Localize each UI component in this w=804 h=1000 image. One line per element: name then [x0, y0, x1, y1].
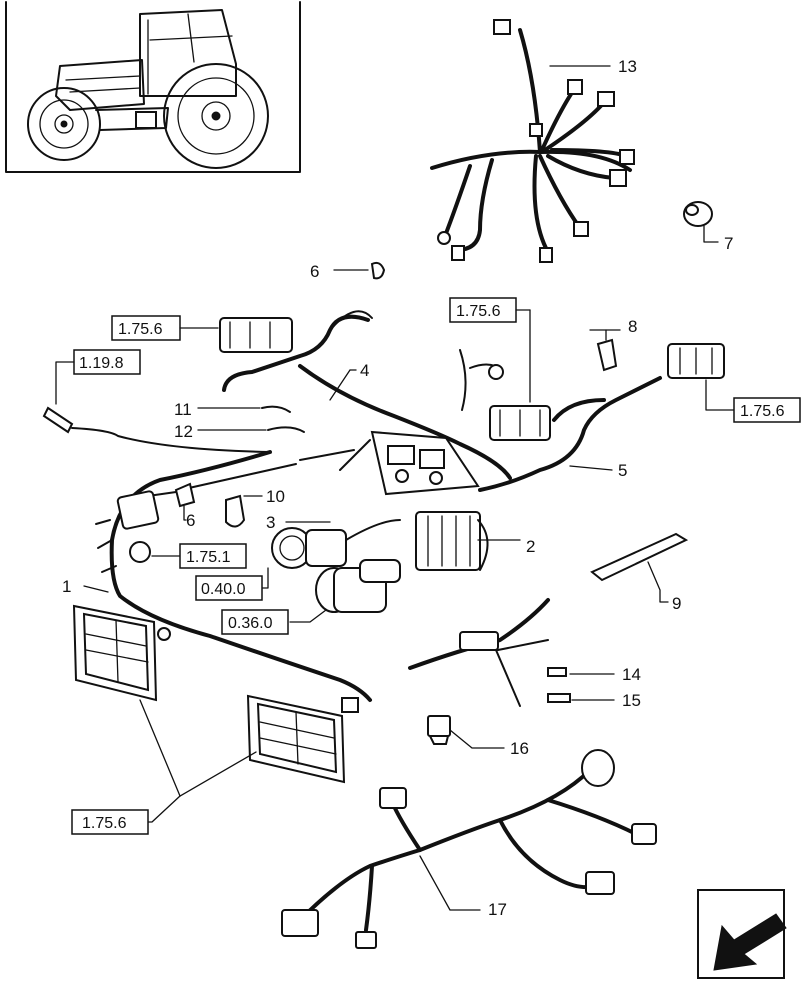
ref-0400[interactable]: 0.40.0	[201, 581, 246, 598]
ref-1751[interactable]: 1.75.1	[186, 549, 231, 566]
harness-13	[430, 19, 635, 263]
ref-box-1756-mid[interactable]	[449, 297, 517, 323]
callout-13: 13	[618, 57, 637, 76]
part-16-relay	[427, 715, 451, 745]
ref-1756-mid[interactable]: 1.75.6	[456, 303, 501, 320]
switch-connector-mid	[489, 405, 551, 441]
part-8	[596, 338, 618, 372]
headlamp-right	[246, 694, 346, 784]
headlamp-left	[72, 604, 158, 702]
callout-7: 7	[724, 234, 733, 253]
callout-9: 9	[672, 594, 681, 613]
callout-11: 11	[174, 400, 192, 419]
ref-1756-top-left[interactable]: 1.75.6	[118, 321, 163, 338]
harness-center	[408, 598, 550, 670]
harness-5	[478, 376, 662, 492]
lamp-switch-connector	[219, 317, 293, 353]
ref-box-0360[interactable]	[221, 609, 289, 635]
ref-1198[interactable]: 1.19.8	[79, 355, 124, 372]
tractor-inset	[5, 1, 301, 173]
ref-1756-right[interactable]: 1.75.6	[740, 403, 785, 420]
ref-box-0400[interactable]	[195, 575, 263, 601]
callout-2: 2	[526, 537, 535, 556]
ref-box-1751[interactable]	[179, 543, 247, 569]
fuse-box	[415, 511, 481, 571]
part-6-clip	[370, 261, 386, 280]
callout-8: 8	[628, 317, 637, 336]
callout-1: 1	[62, 577, 71, 596]
harness-1	[109, 450, 372, 702]
ref-box-1756-right[interactable]	[733, 397, 801, 423]
alternator	[271, 527, 347, 569]
callout-6-lower: 6	[186, 511, 195, 530]
part-9-bracket	[590, 532, 689, 582]
part-7-grommet	[683, 201, 713, 227]
switch-connector-right	[667, 343, 725, 379]
callout-14: 14	[622, 665, 641, 684]
ref-1756-bottom[interactable]: 1.75.6	[82, 815, 127, 832]
starter-motor	[315, 559, 401, 613]
ref-box-1756-top-left[interactable]	[111, 315, 181, 341]
sensor-probe	[42, 406, 74, 434]
tractor-illustration	[27, 9, 269, 169]
ref-box-1198[interactable]	[73, 349, 141, 375]
harness-17	[281, 749, 657, 949]
arrow-back-icon[interactable]	[697, 889, 787, 979]
dashboard-panel	[370, 430, 480, 496]
rotary-switch	[129, 541, 151, 563]
callout-10: 10	[266, 487, 285, 506]
callout-17: 17	[488, 900, 507, 919]
part-6-clip-lower	[174, 482, 196, 508]
ref-box-1756-bottom[interactable]	[71, 809, 149, 835]
callout-12: 12	[174, 422, 193, 441]
callout-16: 16	[510, 739, 529, 758]
callout-15: 15	[622, 691, 641, 710]
callout-3: 3	[266, 513, 275, 532]
callout-6-top: 6	[310, 262, 319, 281]
ref-0360[interactable]: 0.36.0	[228, 615, 273, 632]
part-10-clip	[225, 494, 246, 528]
callout-4: 4	[360, 361, 369, 380]
callout-5: 5	[618, 461, 627, 480]
